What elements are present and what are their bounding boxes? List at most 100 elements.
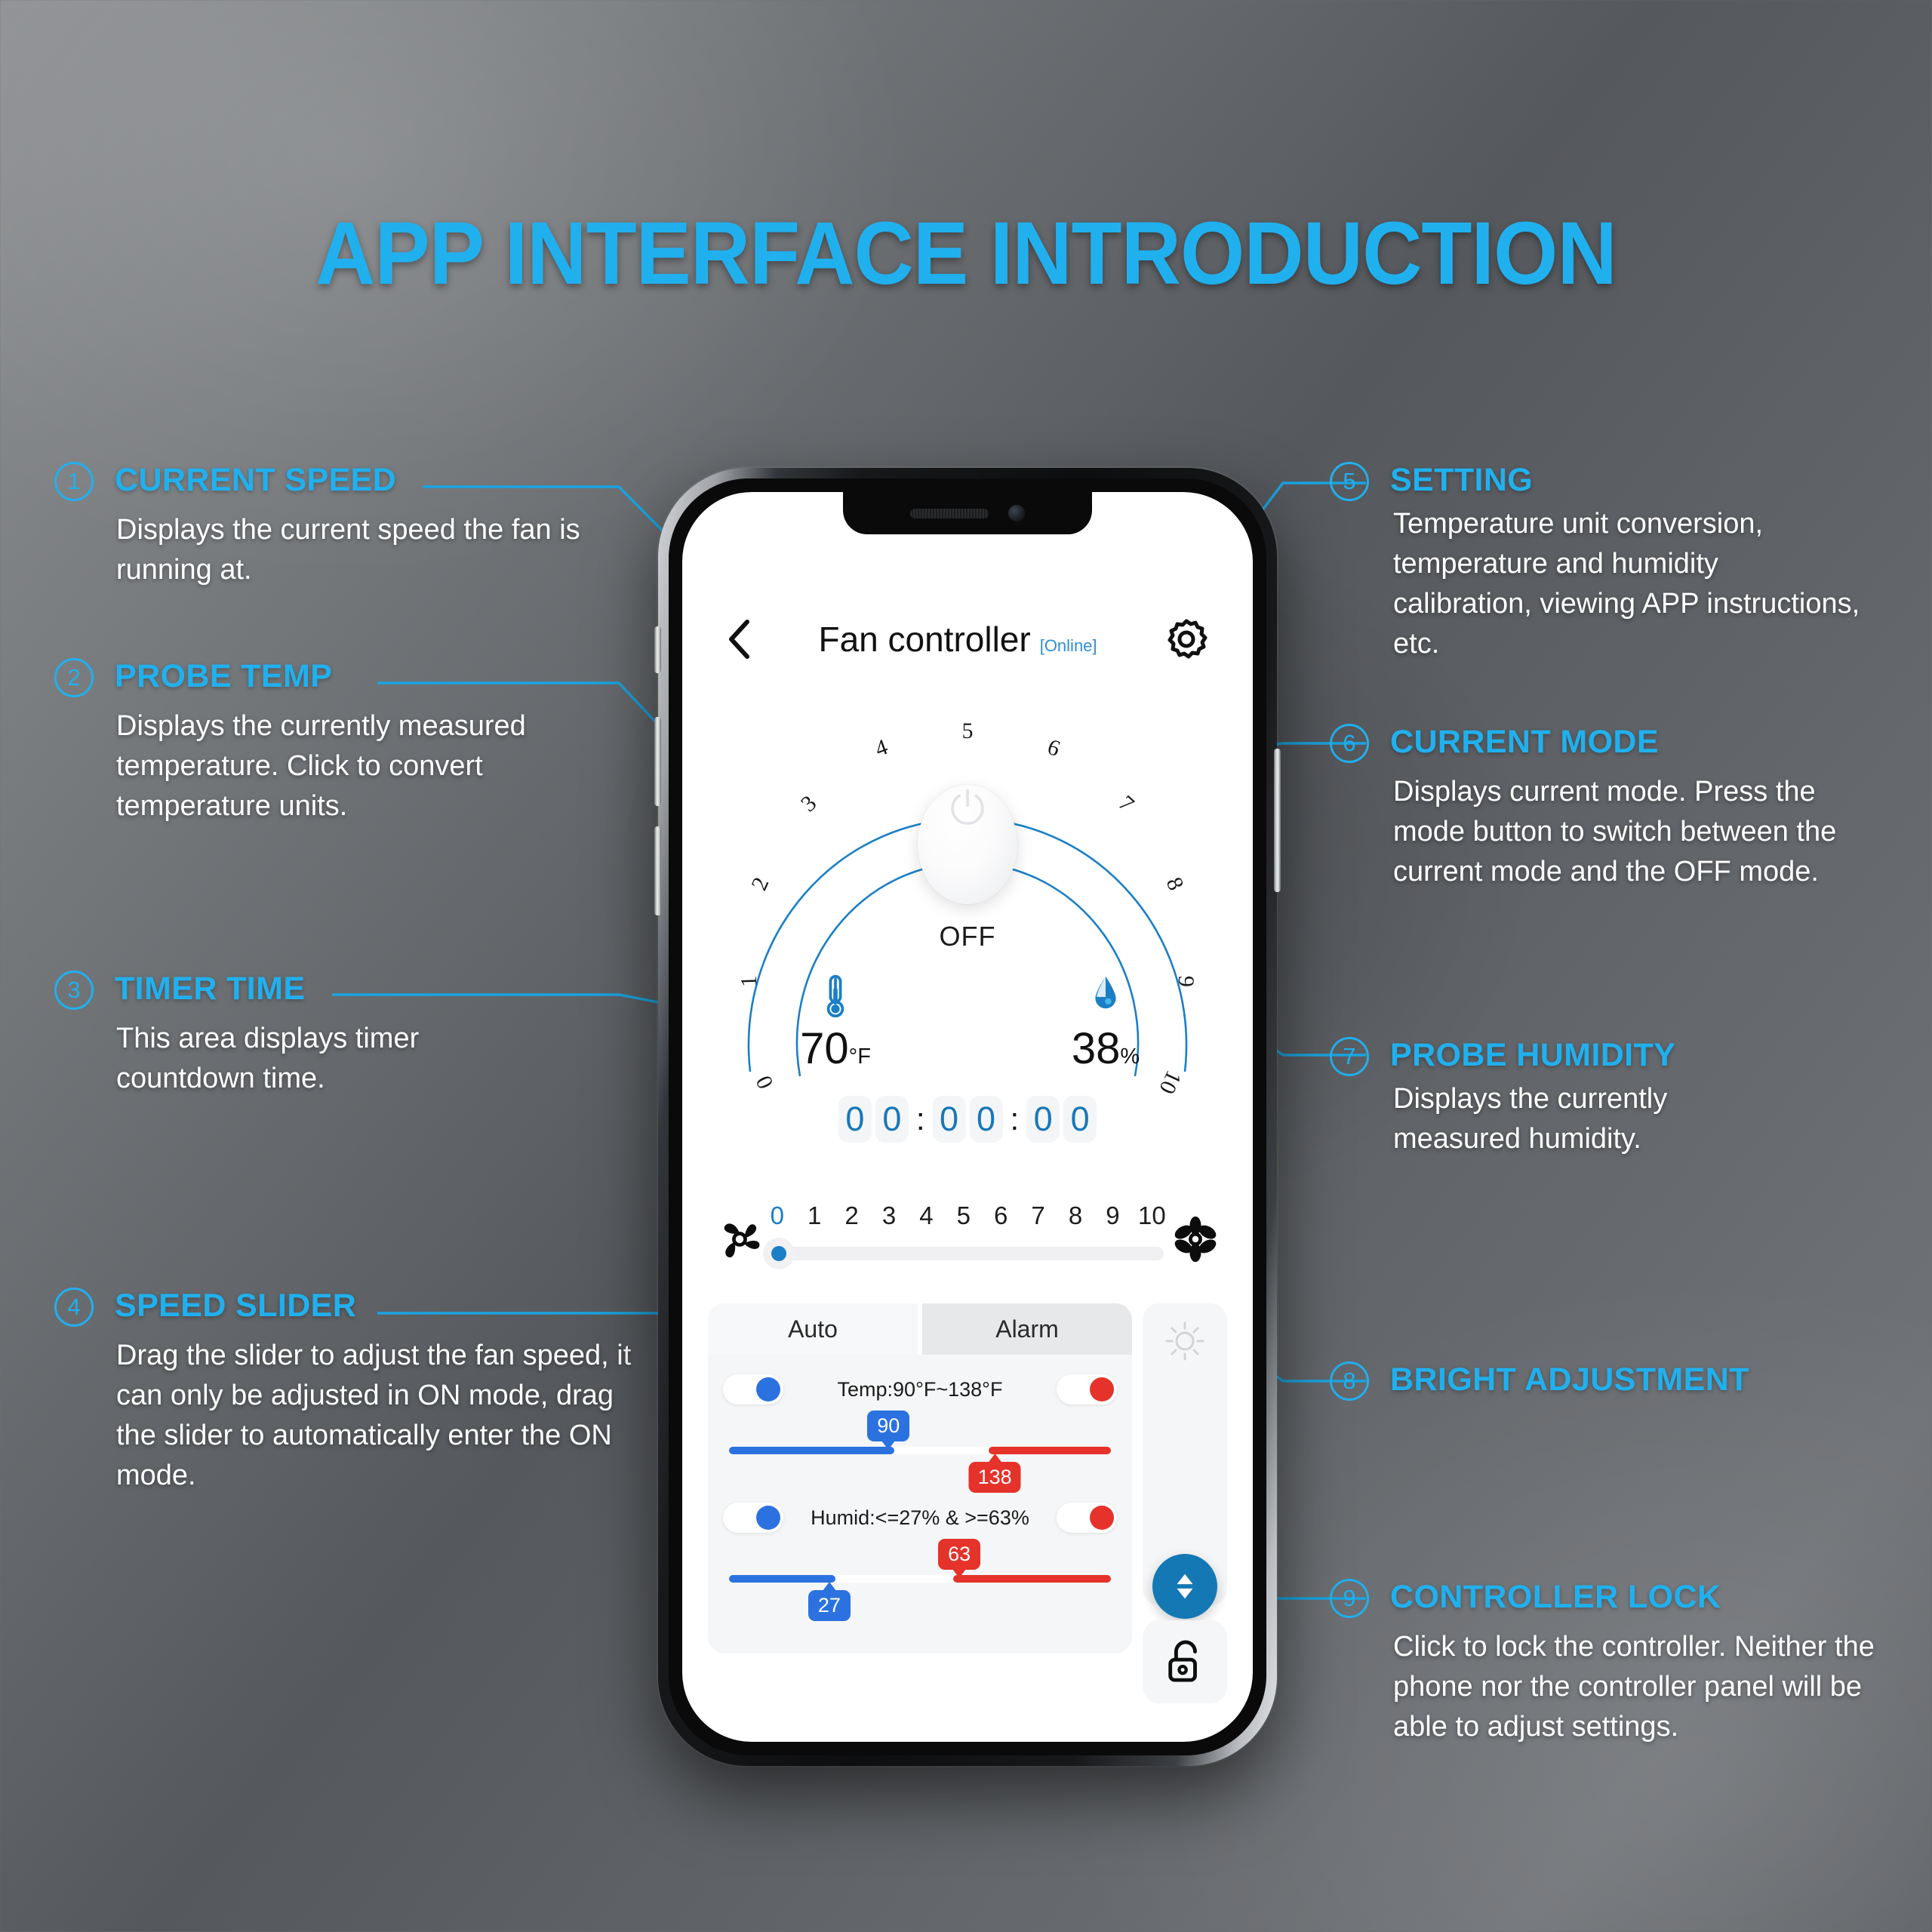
- humid-control-header: Humid:<=27% & >=63%: [723, 1503, 1117, 1533]
- annotation-number: 8: [1330, 1361, 1369, 1401]
- annotation-6: 6 CURRENT MODE Displays current mode. Pr…: [1330, 721, 1903, 892]
- speed-tick: 6: [994, 1201, 1008, 1229]
- phone-bezel: Fan controller [Online]: [669, 478, 1266, 1755]
- svg-text:1: 1: [737, 975, 762, 987]
- brightness-card[interactable]: [1143, 1303, 1227, 1619]
- phone-notch: [843, 492, 1092, 534]
- speed-tick-labels: 0 1 2 3 4 5 6 7 8 9 10: [770, 1201, 1166, 1236]
- page-title: APP INTERFACE INTRODUCTION: [315, 204, 1617, 303]
- annotation-2: 2 PROBE TEMP Displays the currently meas…: [54, 655, 613, 826]
- annotation-5: 5 SETTING Temperature unit conversion, t…: [1330, 459, 1888, 664]
- up-down-arrows-icon: [1177, 1574, 1193, 1599]
- timer-digit: 0: [1063, 1096, 1097, 1143]
- temp-high-toggle[interactable]: [1056, 1374, 1117, 1404]
- power-icon: [951, 789, 984, 825]
- speed-slider-thumb[interactable]: [763, 1238, 795, 1269]
- tab-auto[interactable]: Auto: [708, 1303, 918, 1355]
- annotation-9: 9 CONTROLLER LOCK Click to lock the cont…: [1330, 1576, 1932, 1747]
- app-title-group: Fan controller [Online]: [752, 619, 1164, 660]
- phone-power-button[interactable]: [1274, 749, 1281, 892]
- probe-temp-value: 70°F: [764, 1022, 907, 1084]
- controller-lock-button[interactable]: [1143, 1620, 1227, 1703]
- annotation-label: PROBE HUMIDITY: [1390, 1037, 1676, 1073]
- speed-tick: 4: [919, 1201, 934, 1229]
- svg-text:4: 4: [872, 734, 891, 761]
- temp-range-label: Temp:90°F~138°F: [837, 1377, 1003, 1401]
- gear-icon[interactable]: [1164, 617, 1209, 662]
- speed-slider[interactable]: 0 1 2 3 4 5 6 7 8 9 10: [763, 1201, 1166, 1277]
- humid-high-bubble[interactable]: 63: [938, 1539, 981, 1570]
- phone-mute-switch[interactable]: [654, 626, 661, 673]
- annotation-body: Temperature unit conversion, temperature…: [1393, 508, 1860, 660]
- speed-tick: 1: [808, 1201, 822, 1229]
- speed-tick: 10: [1138, 1201, 1166, 1229]
- humid-low-toggle[interactable]: [723, 1503, 783, 1533]
- svg-text:9: 9: [1174, 975, 1199, 987]
- speed-tick: 0: [770, 1201, 784, 1229]
- humidity-number: 38: [1071, 1024, 1121, 1073]
- annotation-label: BRIGHT ADJUSTMENT: [1390, 1361, 1749, 1398]
- brightness-sun-icon[interactable]: [1164, 1320, 1206, 1362]
- svg-text:7: 7: [1114, 791, 1139, 817]
- annotation-body: Displays the currently measured temperat…: [116, 710, 526, 822]
- earpiece-speaker-icon: [910, 508, 989, 518]
- annotation-3: 3 TIMER TIME This area displays timer co…: [54, 968, 583, 1099]
- temp-high-fill: [989, 1447, 1111, 1454]
- phone-mockup: Fan controller [Online]: [654, 468, 1281, 1766]
- speed-slider-track[interactable]: [771, 1247, 1164, 1260]
- temp-control-header: Temp:90°F~138°F: [723, 1374, 1117, 1404]
- humidity-unit: %: [1120, 1044, 1140, 1069]
- temp-low-bubble[interactable]: 90: [867, 1411, 910, 1441]
- current-mode-label: OFF: [939, 921, 996, 952]
- svg-text:8: 8: [1161, 874, 1189, 894]
- annotation-label: CONTROLLER LOCK: [1390, 1579, 1721, 1615]
- phone-screen: Fan controller [Online]: [682, 492, 1253, 1742]
- annotation-number: 4: [54, 1287, 94, 1327]
- annotation-label: SETTING: [1390, 462, 1534, 498]
- temp-control-row: Temp:90°F~138°F 90 138: [723, 1374, 1117, 1493]
- phone-volume-down-button[interactable]: [654, 826, 661, 915]
- water-droplet-icon: [1034, 974, 1177, 1022]
- annotation-number: 5: [1330, 462, 1369, 501]
- temp-low-toggle[interactable]: [723, 1374, 783, 1404]
- annotation-number: 1: [54, 462, 94, 501]
- timer-display[interactable]: 0 0 : 0 0 : 0 0: [838, 1096, 1097, 1143]
- front-camera-icon: [1008, 505, 1025, 521]
- annotation-body: Click to lock the controller. Neither th…: [1393, 1631, 1875, 1743]
- speed-slider-row: 0 1 2 3 4 5 6 7 8 9 10: [682, 1198, 1253, 1281]
- humid-high-toggle[interactable]: [1057, 1503, 1117, 1533]
- speed-tick: 3: [881, 1201, 897, 1229]
- humid-low-fill: [729, 1575, 835, 1583]
- annotation-body: Drag the slider to adjust the fan speed,…: [116, 1340, 632, 1491]
- humid-range-slider[interactable]: 63 27: [723, 1539, 1117, 1621]
- annotation-label: SPEED SLIDER: [115, 1287, 357, 1324]
- phone-volume-up-button[interactable]: [654, 717, 661, 806]
- tab-divider: [918, 1303, 922, 1355]
- probe-temp-readout[interactable]: 70°F: [764, 974, 907, 1084]
- humid-high-fill: [953, 1575, 1111, 1583]
- svg-text:5: 5: [962, 718, 974, 743]
- online-status-badge: [Online]: [1039, 636, 1097, 655]
- speed-tick: 8: [1068, 1201, 1083, 1229]
- temp-low-fill: [729, 1447, 895, 1454]
- settings-body: Temp:90°F~138°F 90 138: [708, 1355, 1132, 1654]
- temp-high-bubble[interactable]: 138: [968, 1462, 1021, 1493]
- annotation-4: 4 SPEED SLIDER Drag the slider to adjust…: [54, 1284, 631, 1496]
- probe-humidity-value: 38%: [1034, 1022, 1177, 1084]
- timer-digit: 0: [932, 1096, 966, 1143]
- svg-text:3: 3: [796, 791, 821, 817]
- temp-range-track: [729, 1447, 1111, 1454]
- bottom-panel: Auto Alarm Temp:90°F~138°F: [708, 1303, 1227, 1703]
- power-mode-button[interactable]: [918, 785, 1017, 904]
- high-speed-fan-icon: [1164, 1214, 1227, 1264]
- annotation-number: 7: [1330, 1037, 1369, 1076]
- annotation-number: 9: [1330, 1579, 1369, 1618]
- svg-text:6: 6: [1044, 734, 1063, 761]
- brightness-stepper-button[interactable]: [1152, 1554, 1217, 1619]
- probe-humidity-readout: 38%: [1034, 974, 1177, 1084]
- back-chevron-icon[interactable]: [726, 618, 752, 660]
- annotation-8: 8 BRIGHT ADJUSTMENT: [1330, 1358, 1932, 1401]
- humid-low-bubble[interactable]: 27: [808, 1590, 851, 1621]
- temp-range-slider[interactable]: 90 138: [723, 1411, 1117, 1493]
- tab-alarm[interactable]: Alarm: [922, 1303, 1132, 1355]
